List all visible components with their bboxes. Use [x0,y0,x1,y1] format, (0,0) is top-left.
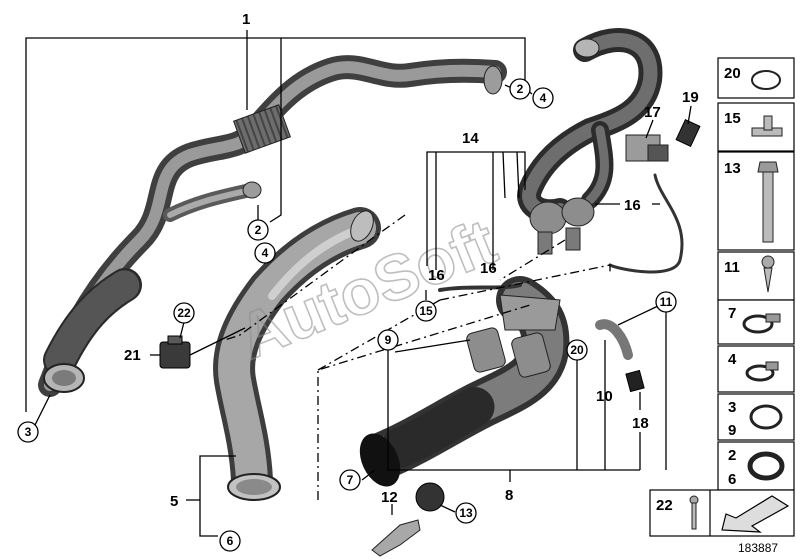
svg-text:2: 2 [255,223,262,237]
label-12: 12 [381,489,398,506]
panel-label-2: 2 [728,447,736,464]
panel-label-7: 7 [728,305,736,322]
svg-text:20: 20 [570,343,584,357]
label-17: 17 [644,104,661,121]
circle-label-9: 9 [377,329,399,351]
panel-label-6: 6 [728,471,736,488]
t-connector-icon [751,115,783,137]
circle-label-4-top: 4 [532,87,554,109]
svg-text:15: 15 [419,304,433,318]
damper-and-bracket [371,482,445,557]
pressure-sensor [625,134,669,162]
label-16-mid: 16 [480,260,497,277]
circle-label-20: 20 [566,339,588,361]
circle-label-3: 3 [17,421,39,443]
circle-label-2-mid: 2 [247,219,269,241]
circle-label-15: 15 [415,300,437,322]
arrow-icon [721,495,790,533]
panel-label-15: 15 [724,110,741,127]
circled-labels: 2 4 2 4 3 6 7 9 11 13 15 20 22 [17,78,677,552]
svg-text:11: 11 [660,295,673,309]
side-panel: 20 15 13 11 7 4 3 9 2 6 [717,57,795,491]
svg-text:9: 9 [385,333,392,347]
pressure-valve [529,197,595,255]
panel-label-20: 20 [724,65,741,82]
svg-text:4: 4 [262,246,269,260]
circle-label-2-top: 2 [509,78,531,100]
hose-clamp-small-icon [745,361,779,382]
label-21: 21 [124,347,141,364]
label-1: 1 [242,11,250,28]
pressure-hose-assembly [438,28,684,292]
circle-label-4-mid: 4 [254,242,276,264]
callout-labels: 1 14 17 19 16 16 16 21 5 10 18 8 12 [124,11,699,510]
label-16-left: 16 [428,267,445,284]
charge-pipe-upper [38,55,507,397]
figure-number: 183887 [738,541,778,555]
bottom-panel-label-22: 22 [656,497,673,514]
circle-label-22: 22 [173,302,195,324]
label-10: 10 [596,388,613,405]
svg-text:4: 4 [540,91,547,105]
seal-ring-icon [749,404,783,430]
circle-label-7: 7 [339,469,361,491]
panel-label-3: 3 [728,399,736,416]
hex-bolt-icon [757,161,779,243]
screw-icon [761,255,775,293]
label-19: 19 [682,89,699,106]
vacuum-valve [595,319,645,393]
label-5: 5 [170,493,178,510]
svg-text:22: 22 [177,306,191,320]
label-14: 14 [462,130,479,147]
label-8: 8 [505,487,513,504]
label-18: 18 [632,415,649,432]
panel-label-13: 13 [724,160,741,177]
o-ring-icon [751,70,781,90]
svg-text:13: 13 [459,506,473,520]
bottom-panel: 22 [649,489,795,537]
svg-text:3: 3 [25,425,32,439]
svg-text:2: 2 [517,82,524,96]
panel-label-9: 9 [728,422,736,439]
rubber-mount [159,335,191,369]
circle-label-6: 6 [219,530,241,552]
leader-lines [25,30,692,537]
circle-label-11: 11 [655,291,677,313]
circle-label-13: 13 [455,502,477,524]
label-16-right: 16 [624,197,641,214]
bellows-section [43,268,142,377]
svg-text:6: 6 [227,534,234,548]
panel-label-11: 11 [724,259,740,276]
hose-clamp-icon [742,313,781,334]
connector-plug [675,118,701,148]
svg-text:7: 7 [347,473,354,487]
seal-ring-thick-icon [747,451,785,481]
intake-duct [359,276,570,487]
screw-22-icon [689,495,699,530]
panel-label-4: 4 [728,351,737,368]
